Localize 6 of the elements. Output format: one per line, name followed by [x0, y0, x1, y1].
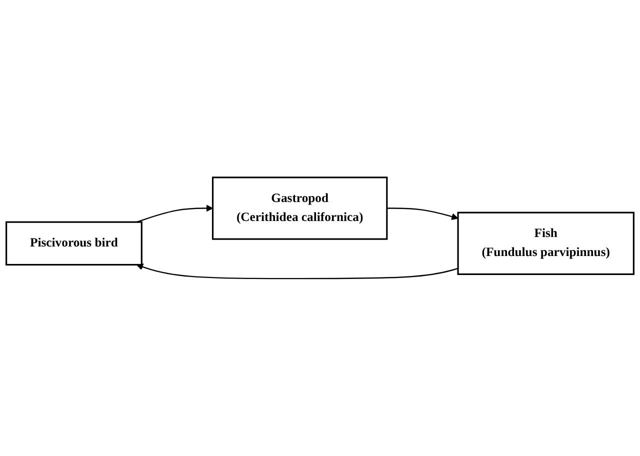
node-box: Gastropod (Cerithidea californica)	[212, 176, 388, 240]
node-box: Fish (Fundulus parvipinnus)	[457, 212, 634, 276]
arrow	[386, 208, 458, 220]
arrow	[136, 263, 458, 280]
arrow	[136, 204, 214, 223]
node-box: Piscivorous bird	[6, 221, 142, 266]
